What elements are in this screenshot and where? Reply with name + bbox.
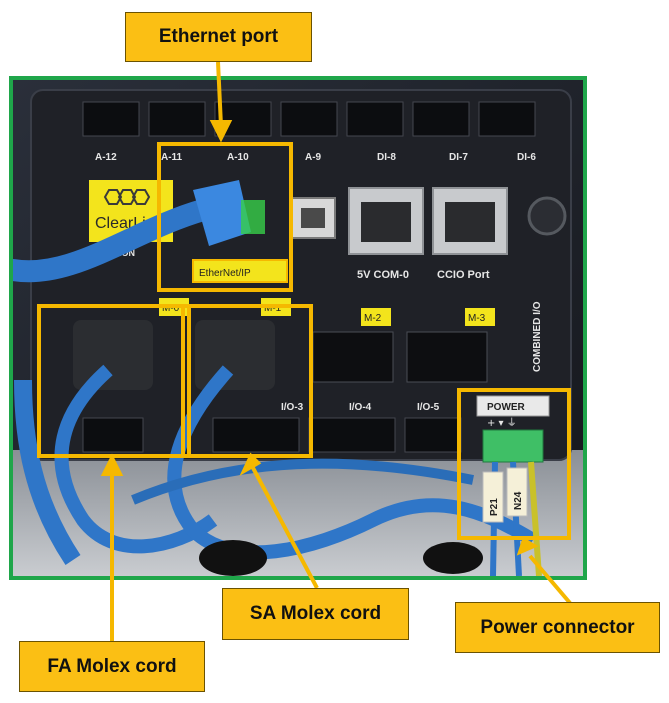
ethernet-port-highlight: [157, 142, 293, 292]
ethernet-ip-label: EtherNet/IP: [199, 268, 251, 279]
combined-io-label: COMBINED I/O: [532, 301, 543, 372]
top-connector-row: [82, 101, 536, 137]
port-label-di6: DI-6: [517, 152, 536, 163]
motor-label-m1: M-1: [264, 303, 282, 314]
ccio-label: CCIO Port: [437, 269, 490, 281]
io-label-5: I/O-5: [417, 402, 440, 413]
port-label-di7: DI-7: [449, 152, 468, 163]
power-terminal-block: [482, 429, 544, 463]
ccio-jack: [432, 187, 508, 255]
wire-tag-n24: N24: [513, 491, 524, 510]
motor-label-m0: M-0: [162, 303, 180, 314]
port-label-a9: A-9: [305, 152, 322, 163]
controller-photo: A-12 A-11 A-10 A-9 DI-8 DI-7 DI-6 ClearL…: [9, 76, 587, 580]
motor-connectors: [312, 331, 488, 383]
power-pin-symbols: + ▾ ⏚: [487, 417, 517, 429]
cable-gland: [423, 542, 483, 574]
motor-label-m2: M-2: [364, 313, 382, 324]
port-label-a12: A-12: [95, 152, 117, 163]
cable-gland: [199, 540, 267, 576]
wire-tag-p21: P21: [489, 498, 500, 516]
power-label: POWER: [487, 402, 526, 413]
ethernet-port-callout: Ethernet port: [125, 12, 312, 62]
mounting-screw: [527, 196, 567, 236]
sa-molex-cord-callout: SA Molex cord: [222, 588, 409, 640]
io-label-4: I/O-4: [349, 402, 372, 413]
port-label-a10: A-10: [227, 152, 249, 163]
clearlink-logo-icon: [103, 189, 151, 205]
io-label-3: I/O-3: [281, 402, 304, 413]
port-label-di8: DI-8: [377, 152, 396, 163]
io-connector-row: [82, 417, 462, 453]
com0-label: 5V COM-0: [357, 269, 409, 281]
ethernet-cable: [13, 180, 265, 283]
com0-jack: [348, 187, 424, 255]
port-label-a11: A-11: [161, 152, 183, 163]
power-connector-highlight: [457, 388, 571, 540]
power-connector-callout: Power connector: [455, 602, 660, 653]
fa-molex-cord-callout: FA Molex cord: [19, 641, 205, 692]
motor-label-m3: M-3: [468, 313, 486, 324]
